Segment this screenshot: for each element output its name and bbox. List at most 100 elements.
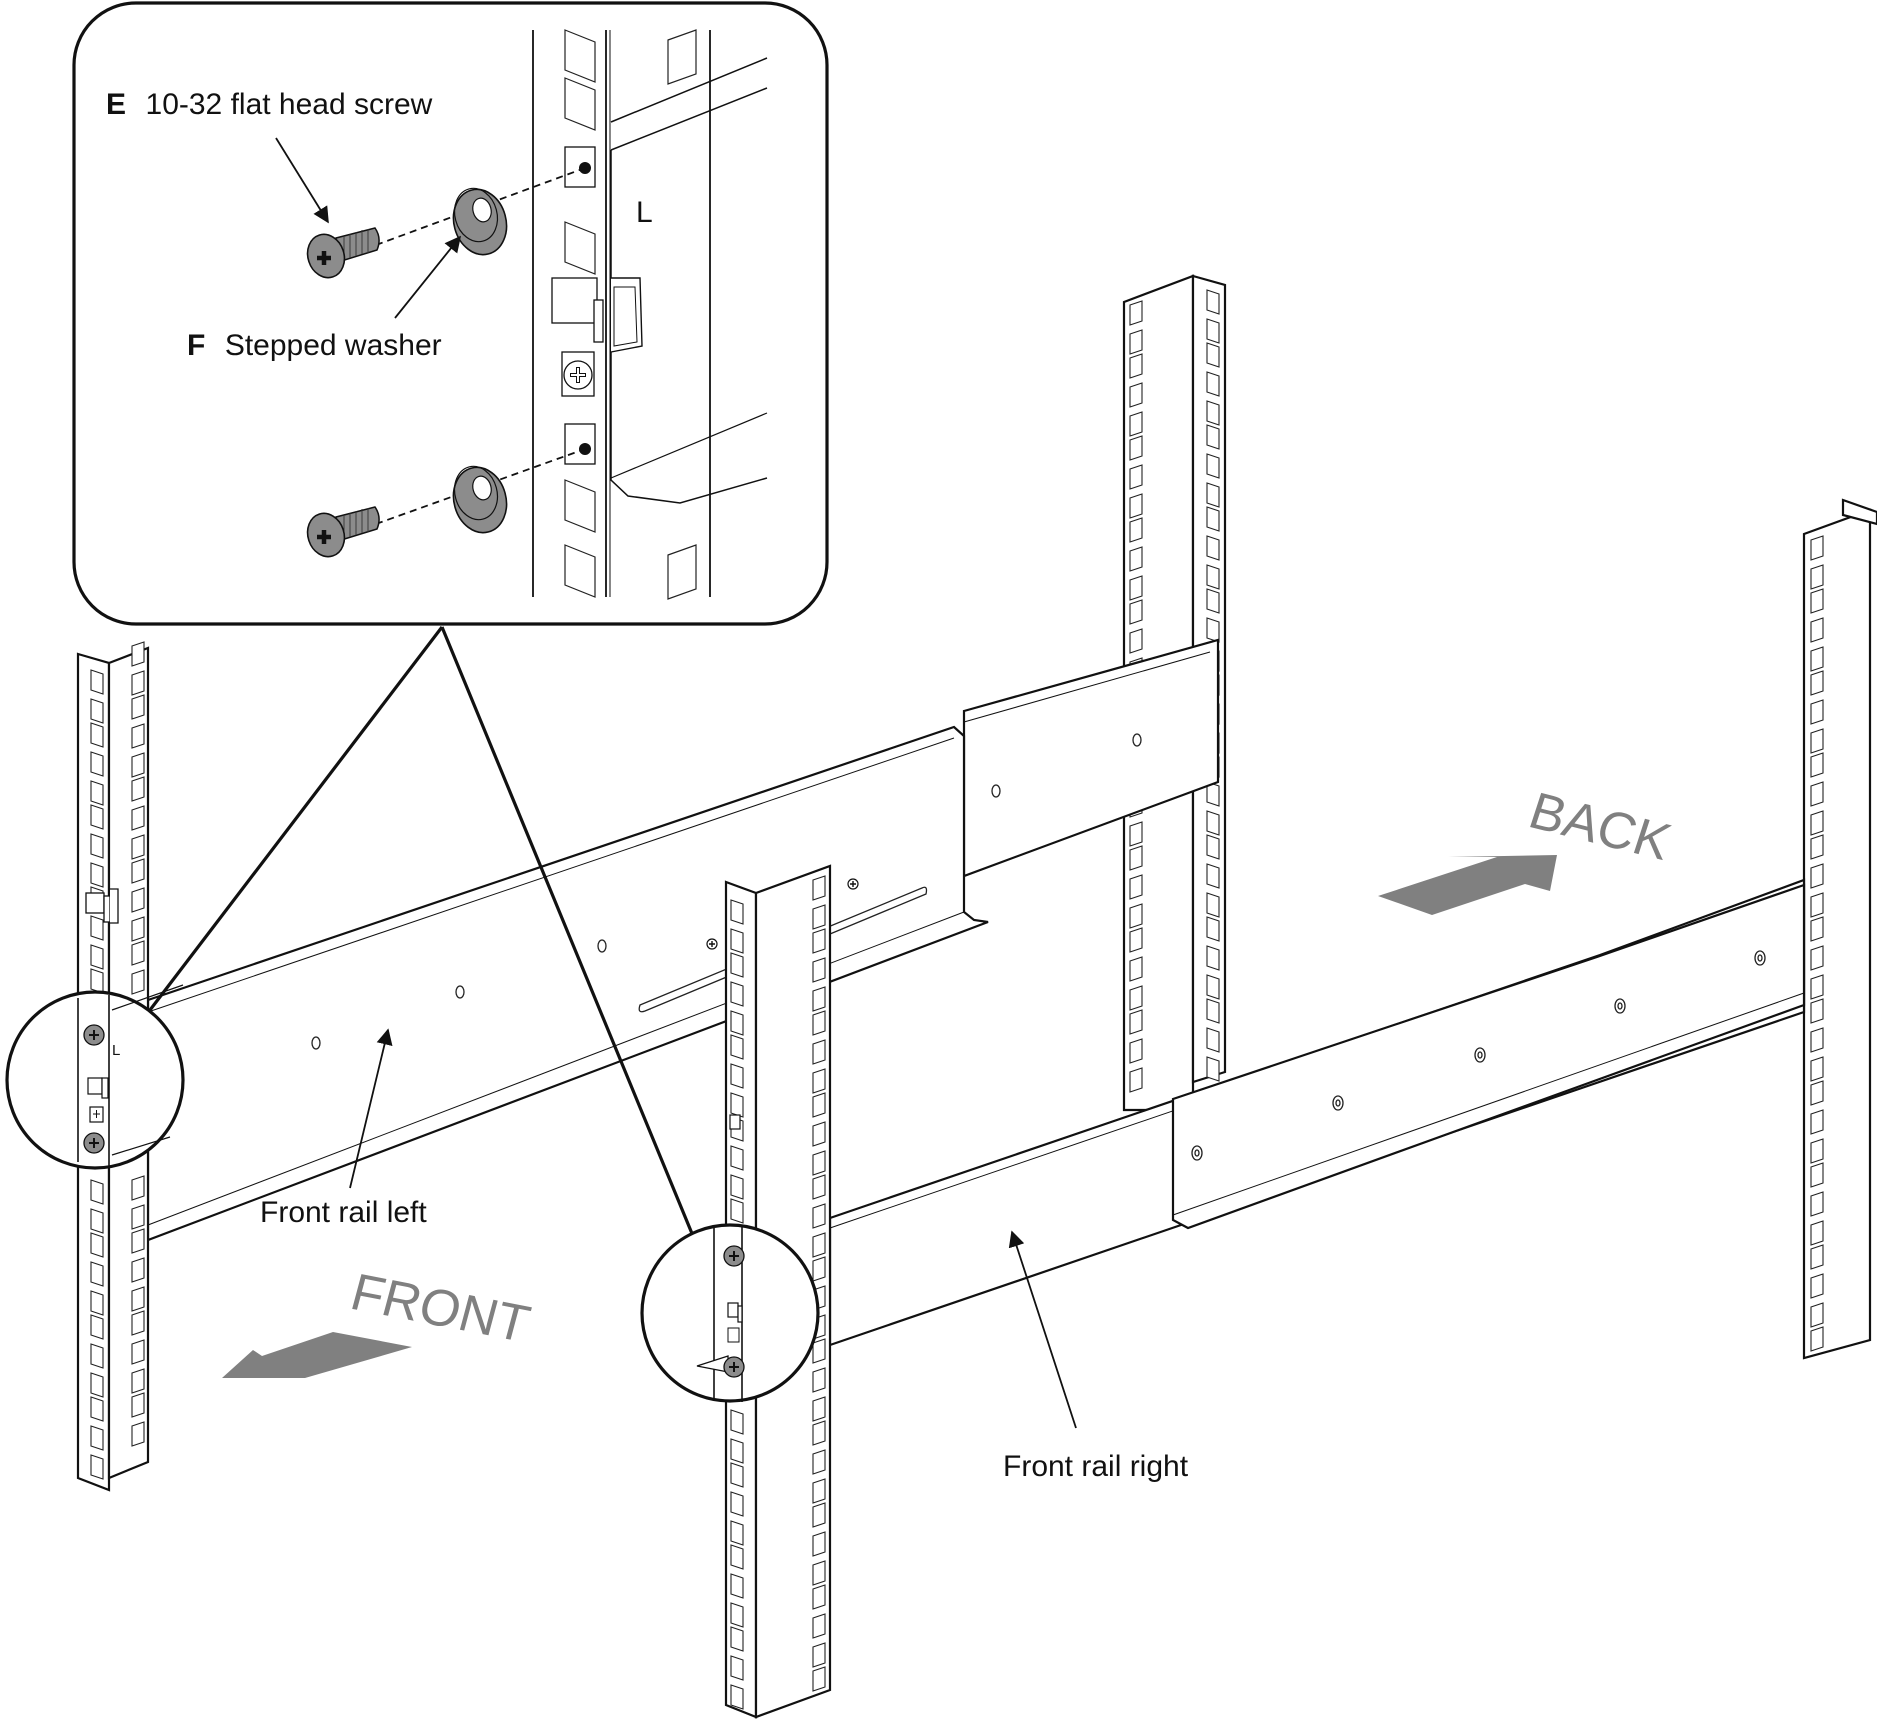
rack-hole [1206, 453, 1220, 479]
rack-hole [1810, 1027, 1824, 1053]
rack-hole [1206, 998, 1220, 1024]
rack-hole [131, 940, 145, 966]
callout-box: L [72, 1, 829, 626]
rack-hole [131, 1175, 145, 1201]
rack-hole [1810, 1080, 1824, 1106]
rack-hole [812, 1174, 826, 1200]
rack-hole [812, 1584, 826, 1610]
rack-hole [1206, 424, 1220, 450]
label-front-rail-right: Front rail right [1003, 1450, 1189, 1483]
rack-hole [812, 1338, 826, 1364]
rack-hole [90, 722, 104, 748]
rack-hole [1206, 564, 1220, 590]
rack-hole [1129, 599, 1143, 625]
rack-hole [812, 928, 826, 954]
leader-arrow-screw [275, 137, 329, 224]
rack-hole [1129, 517, 1143, 543]
rack-hole [1810, 1109, 1824, 1135]
rack-hole [812, 1420, 826, 1446]
rack-hole [1206, 506, 1220, 532]
rack-hole [1206, 834, 1220, 860]
detail-circle-left: L [5, 984, 185, 1170]
detail-circle-right [640, 1223, 820, 1403]
rack-post-front-left [76, 641, 150, 1492]
rack-hole [90, 1454, 104, 1480]
rack-hole [1810, 892, 1824, 918]
rack-hole [1206, 535, 1220, 561]
rack-hole [730, 1491, 744, 1517]
direction-front: FRONT [222, 1264, 536, 1378]
rack-hole [1206, 945, 1220, 971]
rack-hole [1206, 863, 1220, 889]
rack-hole [812, 1121, 826, 1147]
rack-hole [1206, 400, 1220, 426]
rack-hole [1206, 810, 1220, 836]
rack-hole [812, 1396, 826, 1422]
rack-hole [1129, 353, 1143, 379]
rack-hole [1810, 1162, 1824, 1188]
rack-hole [730, 1174, 744, 1200]
screw-icon [83, 1024, 105, 1046]
rack-hole [131, 1368, 145, 1394]
rack-hole [131, 916, 145, 942]
callout-rack-post: L [532, 29, 768, 600]
rack-hole [812, 1449, 826, 1475]
rack-hole [730, 1684, 744, 1710]
rack-hole [90, 1372, 104, 1398]
rack-hole [131, 1228, 145, 1254]
rack-hole [812, 1531, 826, 1557]
rack-hole [730, 1626, 744, 1652]
rack-hole [1129, 985, 1143, 1011]
rack-hole [131, 834, 145, 860]
leader-arrow-washer [394, 235, 462, 319]
rack-hole [812, 1560, 826, 1586]
rack-hole [90, 944, 104, 970]
rack-hole [1206, 371, 1220, 397]
rack-hole [812, 1613, 826, 1639]
rack-hole [90, 698, 104, 724]
rack-hole [667, 29, 697, 85]
rack-hole [1129, 382, 1143, 408]
rack-hole [1810, 1326, 1824, 1352]
rack-hole [1129, 956, 1143, 982]
rack-hole [730, 1573, 744, 1599]
rack-hole [131, 969, 145, 995]
rack-hole [90, 862, 104, 888]
rack-hole [131, 723, 145, 749]
rack-hole [1129, 821, 1143, 847]
stepped-washer-icon [452, 187, 508, 256]
rack-hole [131, 776, 145, 802]
rack-hole [1810, 617, 1824, 643]
rack-hole [812, 1068, 826, 1094]
rack-hole [1129, 546, 1143, 572]
rack-hole [131, 1339, 145, 1365]
rack-hole [1810, 810, 1824, 836]
rack-hole [1206, 781, 1220, 807]
rack-hole [1810, 974, 1824, 1000]
rack-post-back-right [1802, 498, 1877, 1360]
rack-hole [1129, 329, 1143, 355]
rack-hole [90, 751, 104, 777]
rack-hole [131, 752, 145, 778]
rack-hole [1206, 342, 1220, 368]
rack-hole [90, 1232, 104, 1258]
leader-arrow-rail-left [349, 1028, 393, 1189]
rack-hole [730, 952, 744, 978]
rack-hole [812, 1232, 826, 1258]
rack-hole [131, 641, 145, 667]
part-letter-e: E [106, 88, 126, 121]
rack-hole [812, 1039, 826, 1065]
rack-hole [90, 1290, 104, 1316]
part-label-f: F Stepped washer [187, 329, 442, 362]
flat-head-screw-icon [306, 227, 380, 279]
rack-hole [1129, 464, 1143, 490]
part-letter-f: F [187, 329, 205, 362]
rack-hole [730, 981, 744, 1007]
rack-hole [1810, 863, 1824, 889]
screw-icon [723, 1245, 745, 1267]
rack-hole [1129, 435, 1143, 461]
rack-hole [1129, 1009, 1143, 1035]
rack-hole [131, 694, 145, 720]
rack-hole [812, 1502, 826, 1528]
rack-hole [812, 1150, 826, 1176]
